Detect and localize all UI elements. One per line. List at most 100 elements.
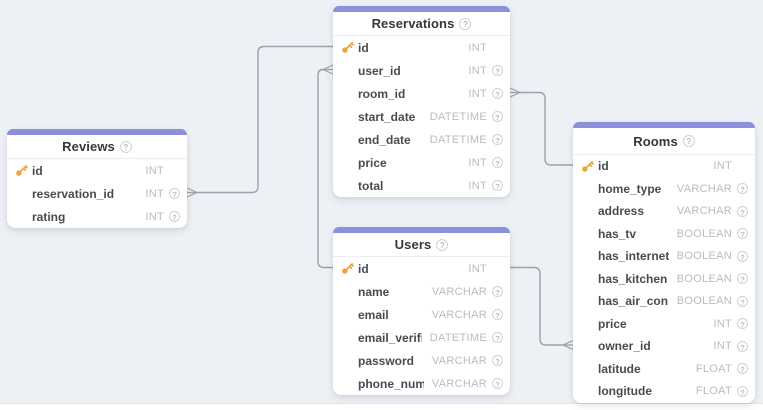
field-name: rating [32, 209, 66, 224]
field-row[interactable]: price INT [333, 151, 510, 174]
field-row[interactable]: has_kitchen BOOLEAN [573, 268, 755, 291]
field-type: VARCHAR [431, 377, 487, 390]
primary-key-icon [342, 42, 354, 53]
field-row[interactable]: user_id INT [333, 59, 510, 82]
table-header[interactable]: Reviews [7, 135, 187, 159]
field-row[interactable]: has_air_con BOOLEAN [573, 290, 755, 313]
question-circle-icon[interactable] [492, 157, 503, 168]
field-row[interactable]: password VARCHAR [333, 349, 510, 372]
field-type: DATETIME [429, 331, 487, 344]
field-row[interactable]: price INT [573, 313, 755, 336]
question-circle-icon[interactable] [737, 183, 748, 195]
table-accent-bar [333, 6, 510, 12]
field-name: has_kitchen [598, 271, 668, 286]
relationship-users-rooms[interactable] [509, 266, 574, 351]
field-row[interactable]: owner_id INT [573, 335, 755, 358]
table-reservations[interactable]: Reservations id INT user_id INT room_id … [333, 6, 510, 197]
field-row[interactable]: rating INT [7, 205, 187, 228]
field-row[interactable]: end_date DATETIME [333, 128, 510, 151]
question-circle-icon[interactable] [737, 385, 748, 397]
table-header[interactable]: Users [333, 233, 510, 257]
field-name: price [598, 316, 627, 331]
field-type: INT [145, 164, 164, 177]
field-name: owner_id [598, 339, 651, 354]
crow-foot-many-icon [322, 64, 334, 75]
field-row[interactable]: phone_numbe VARCHAR [333, 372, 510, 395]
primary-key-icon [582, 160, 594, 172]
question-circle-icon[interactable] [492, 111, 503, 122]
question-circle-icon[interactable] [737, 295, 748, 307]
field-row[interactable]: home_type VARCHAR [573, 178, 755, 201]
question-circle-icon[interactable] [459, 17, 472, 30]
question-circle-icon[interactable] [492, 88, 503, 99]
field-row[interactable]: total INT [333, 174, 510, 197]
field-type: INT [145, 187, 164, 200]
field-row[interactable]: start_date DATETIME [333, 105, 510, 128]
question-circle-icon[interactable] [492, 134, 503, 145]
field-row[interactable]: id INT [7, 159, 187, 182]
field-row[interactable]: latitude FLOAT [573, 358, 755, 381]
question-circle-icon[interactable] [492, 180, 503, 191]
question-circle-icon[interactable] [682, 135, 695, 147]
field-type: FLOAT [695, 385, 732, 398]
question-circle-icon[interactable] [737, 250, 748, 262]
question-circle-icon[interactable] [492, 355, 503, 366]
field-type: VARCHAR [431, 285, 487, 298]
field-name: id [598, 159, 609, 174]
field-name: has_internet [598, 249, 669, 264]
table-accent-bar [333, 227, 510, 233]
relationship-reservations-rooms[interactable] [509, 87, 574, 166]
table-title: Users [394, 237, 432, 252]
field-name: longitude [598, 384, 652, 399]
question-circle-icon[interactable] [737, 205, 748, 217]
table-reviews[interactable]: Reviews id INT reservation_id INT rating… [7, 129, 187, 228]
question-circle-icon[interactable] [737, 273, 748, 285]
question-circle-icon[interactable] [492, 378, 503, 389]
field-name: start_date [358, 109, 416, 124]
field-name: password [358, 353, 415, 368]
field-row[interactable]: longitude FLOAT [573, 380, 755, 403]
table-rooms[interactable]: Rooms id INT home_type VARCHAR address V… [573, 122, 755, 403]
field-type: INT [713, 317, 732, 330]
field-type: BOOLEAN [676, 250, 732, 263]
field-type: VARCHAR [676, 182, 732, 195]
question-circle-icon[interactable] [169, 211, 180, 222]
relationship-reviews-reservations[interactable] [186, 45, 334, 198]
question-circle-icon[interactable] [492, 309, 503, 320]
question-circle-icon[interactable] [737, 318, 748, 330]
table-users[interactable]: Users id INT name VARCHAR email VARCHAR … [333, 227, 510, 395]
field-row[interactable]: email_verified_ DATETIME [333, 326, 510, 349]
question-circle-icon[interactable] [737, 363, 748, 375]
field-row[interactable]: has_tv BOOLEAN [573, 223, 755, 246]
field-row[interactable]: has_internet BOOLEAN [573, 245, 755, 268]
question-circle-icon[interactable] [492, 286, 503, 297]
field-row[interactable]: id INT [333, 257, 510, 280]
question-circle-icon[interactable] [492, 65, 503, 76]
relationship-users-reservations[interactable] [317, 64, 334, 269]
field-type: VARCHAR [431, 354, 487, 367]
field-row[interactable]: room_id INT [333, 82, 510, 105]
field-row[interactable]: id INT [333, 36, 510, 59]
table-header[interactable]: Reservations [333, 12, 510, 36]
field-row[interactable]: address VARCHAR [573, 200, 755, 223]
field-type: BOOLEAN [676, 227, 732, 240]
field-name: reservation_id [32, 186, 115, 201]
question-circle-icon[interactable] [169, 188, 180, 199]
question-circle-icon[interactable] [737, 228, 748, 240]
table-header[interactable]: Rooms [573, 128, 755, 155]
primary-key-icon [16, 165, 28, 176]
question-circle-icon[interactable] [737, 340, 748, 352]
field-row[interactable]: email VARCHAR [333, 303, 510, 326]
question-circle-icon[interactable] [436, 238, 449, 251]
table-title: Reservations [371, 16, 455, 31]
question-circle-icon[interactable] [119, 140, 132, 153]
field-type: INT [713, 160, 732, 173]
field-row[interactable]: reservation_id INT [7, 182, 187, 205]
table-title: Rooms [633, 133, 678, 149]
field-row[interactable]: id INT [573, 155, 755, 178]
question-circle-icon[interactable] [492, 332, 503, 343]
field-row[interactable]: name VARCHAR [333, 280, 510, 303]
table-accent-bar [7, 129, 187, 135]
field-name: has_tv [598, 226, 637, 241]
